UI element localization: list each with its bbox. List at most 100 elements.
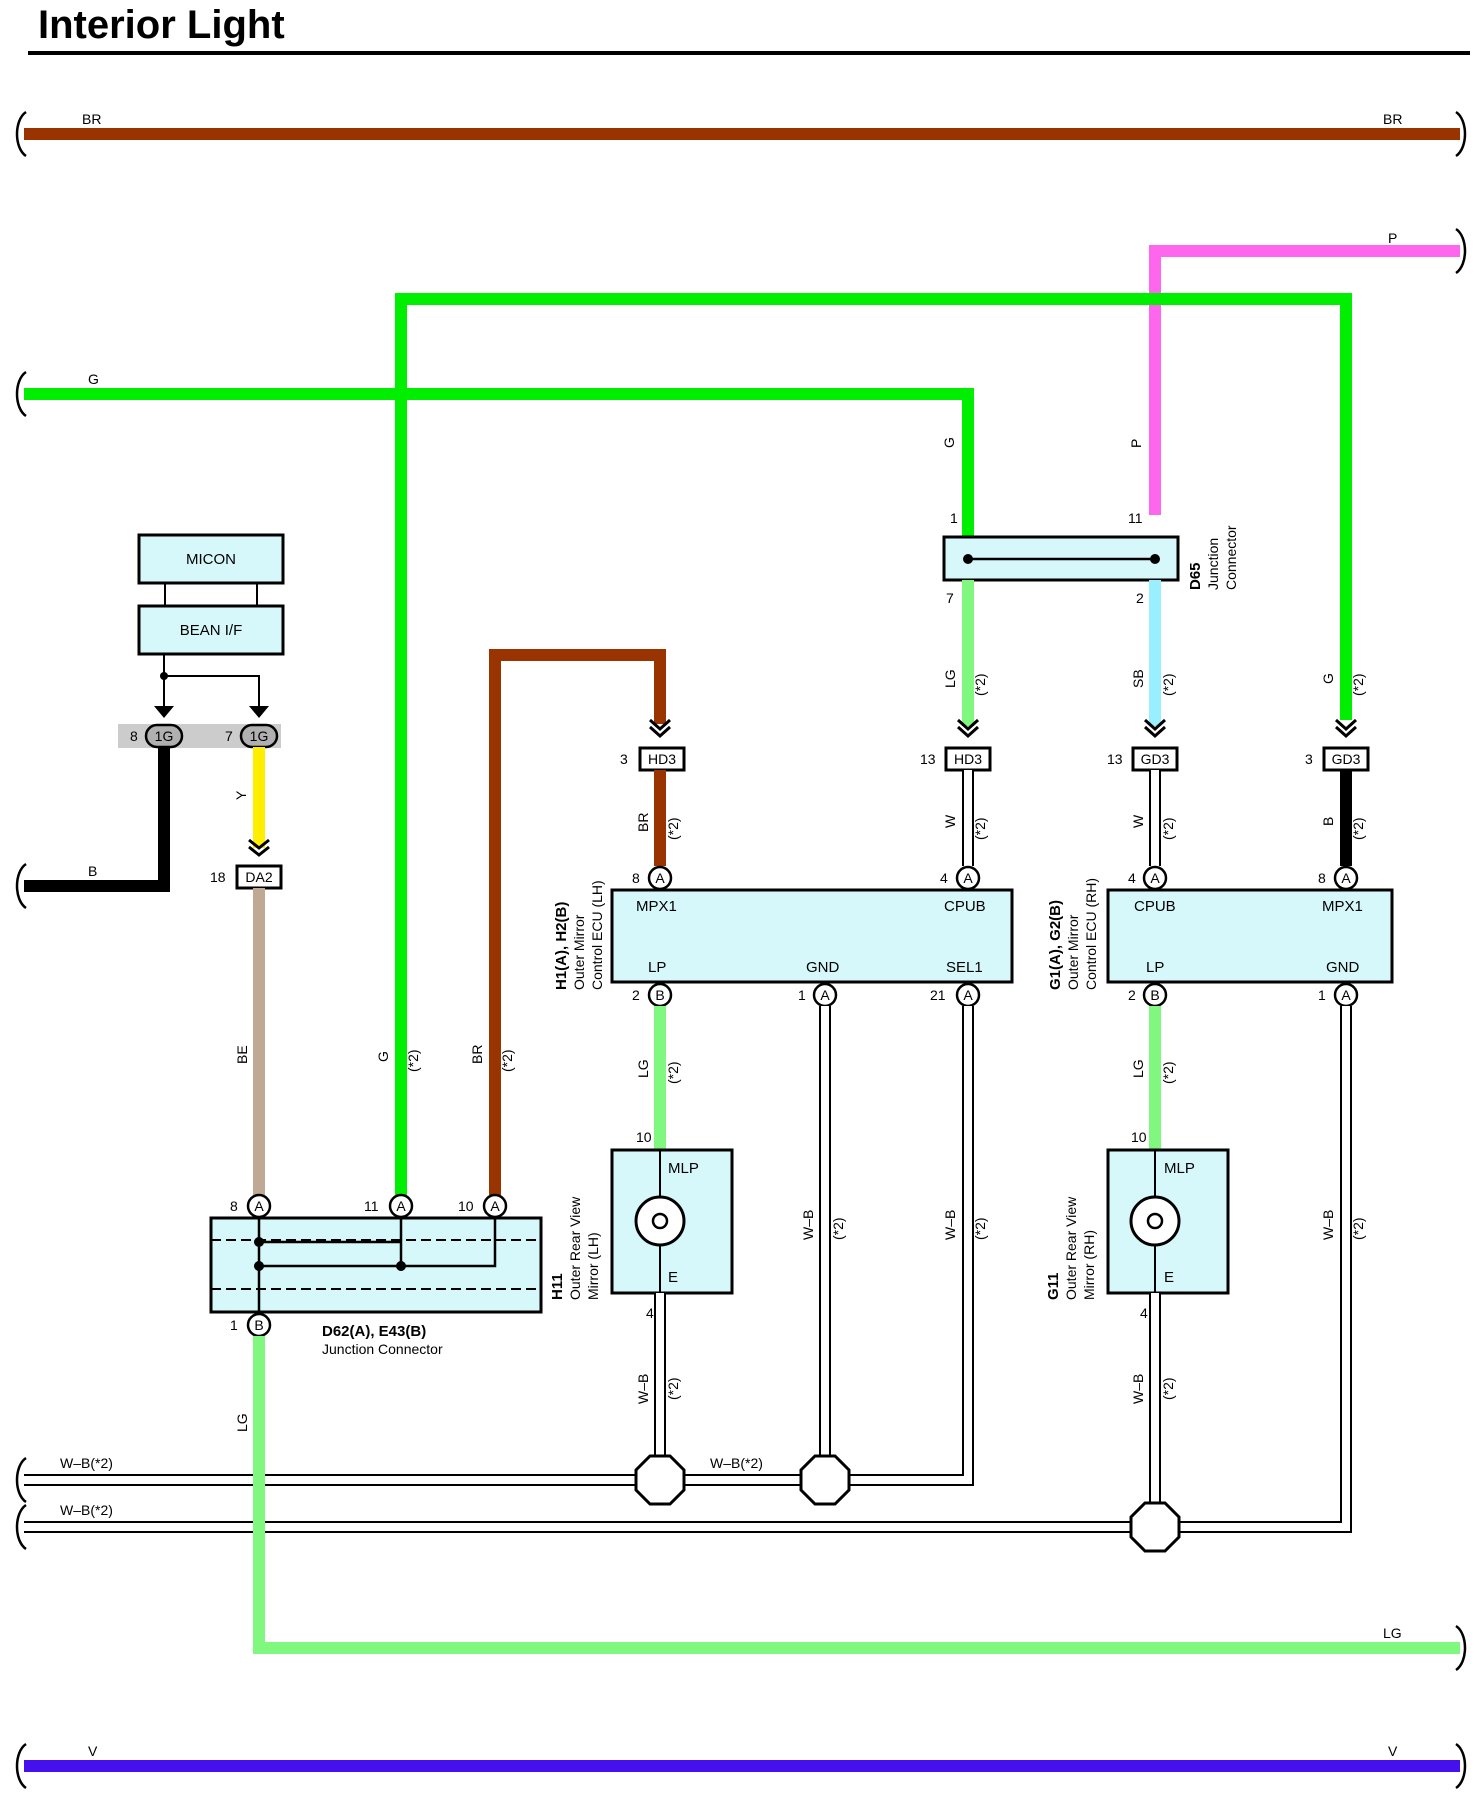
pin-d65-1: 1: [950, 510, 958, 526]
label-star2: (*2): [1350, 1217, 1366, 1240]
mirror-rh-line2: Outer Rear View: [1063, 1196, 1079, 1300]
term-gnd: GND: [806, 959, 840, 976]
pin-2: 2: [632, 987, 640, 1003]
pin-3: 3: [1305, 751, 1313, 767]
label-w-hd3: W: [942, 814, 958, 828]
term-lp-rh: LP: [1146, 959, 1164, 976]
wire-g-loop: [395, 293, 1352, 1195]
pin-a: A: [396, 1198, 406, 1214]
term-cpub-rh: CPUB: [1134, 898, 1176, 915]
wire-wb-gnd-rh: [1155, 1006, 1352, 1533]
conn-1g: 1G: [155, 728, 174, 744]
label-p-right: P: [1388, 230, 1397, 246]
pin-8: 8: [230, 1198, 238, 1214]
pin-7: 7: [225, 728, 233, 744]
pin-circle: [388, 1193, 414, 1219]
d65-name: D65: [1187, 562, 1204, 590]
term-lp: LP: [648, 959, 666, 976]
wire-g-left: [24, 388, 974, 537]
arrow-icon: [154, 706, 174, 718]
label-v-left: V: [88, 1743, 98, 1759]
pin-1: 1: [1318, 987, 1326, 1003]
pin-1: 1: [230, 1317, 238, 1333]
arrow-icon: [249, 706, 269, 718]
label-lg-lh: LG: [635, 1059, 651, 1078]
label-wb-mirror-lh: W–B: [635, 1374, 651, 1404]
conn-gd3: GD3: [1141, 751, 1170, 767]
pin-2: 2: [1128, 987, 1136, 1003]
label-star2: (*2): [1350, 673, 1366, 696]
label-wb-sel1: W–B: [942, 1210, 958, 1240]
pin-18: 18: [210, 869, 226, 885]
pin-d65-7: 7: [946, 590, 954, 606]
label-lg-d62: LG: [234, 1413, 250, 1432]
pin-10: 10: [636, 1129, 652, 1145]
label-b-gd3: B: [1320, 817, 1336, 826]
hd3-connector-left: [638, 718, 686, 772]
pin-4: 4: [1140, 1305, 1148, 1321]
ecu-rh-line3: Control ECU (RH): [1083, 878, 1099, 990]
pin-13: 13: [920, 751, 936, 767]
label-br-hd3: BR: [635, 813, 651, 832]
ecu-lh-box: [610, 888, 1014, 984]
ecu-lh-line3: Control ECU (LH): [589, 880, 605, 990]
conn-gd3: GD3: [1332, 751, 1361, 767]
micon-label: MICON: [186, 551, 236, 568]
mirror-lh-line2: Outer Rear View: [567, 1196, 583, 1300]
mirror-lh-line1: H11: [549, 1273, 566, 1300]
term-mpx1: MPX1: [636, 898, 677, 915]
pin-circle: [1142, 865, 1168, 891]
label-star2: (*2): [665, 1061, 681, 1084]
term-mlp: MLP: [668, 1160, 699, 1177]
pin-circle: [1333, 865, 1359, 891]
pin-d65-11: 11: [1128, 510, 1143, 526]
label-sb-gd3: SB: [1130, 669, 1146, 688]
label-wb-bus1-mid: W–B(*2): [710, 1455, 763, 1471]
pin-d65-2: 2: [1136, 590, 1144, 606]
d65-desc1: Junction: [1205, 538, 1221, 590]
label-star2: (*2): [972, 673, 988, 696]
pin-21: 21: [930, 987, 946, 1003]
label-g-d62: G: [375, 1051, 391, 1062]
micon-box: [137, 533, 285, 585]
label-wb-bus1: W–B(*2): [60, 1455, 113, 1471]
hd3-connector-right: [944, 718, 992, 772]
label-star2: (*2): [665, 817, 681, 840]
pin-a: A: [490, 1198, 500, 1214]
ecu-rh-line2: Outer Mirror: [1065, 914, 1081, 990]
ecu-rh-line1: G1(A), G2(B): [1047, 900, 1064, 990]
wire-break-marks: [15, 110, 1467, 1790]
mirror-rh-line1: G11: [1045, 1272, 1062, 1300]
ecu-rh-box: [1106, 888, 1394, 984]
splice-octagon: [634, 1454, 686, 1506]
wire-br-hd3: [489, 649, 666, 1195]
pin-a: A: [963, 987, 973, 1003]
conn-hd3: HD3: [954, 751, 982, 767]
label-b-left: B: [88, 863, 97, 879]
bean-node: [160, 672, 168, 680]
pin-b: B: [1150, 987, 1159, 1003]
d65-node: [1150, 554, 1160, 564]
label-g-left: G: [88, 371, 99, 387]
ecu-lh-line1: H1(A), H2(B): [553, 902, 570, 990]
label-br-d62: BR: [469, 1045, 485, 1064]
label-g-d65: G: [941, 437, 957, 448]
splice-octagon: [1129, 1501, 1181, 1553]
term-mpx1-rh: MPX1: [1322, 898, 1363, 915]
label-y: Y: [233, 790, 249, 800]
pin-8: 8: [130, 728, 138, 744]
label-p-d65: P: [1128, 439, 1144, 448]
label-star2: (*2): [830, 1217, 846, 1240]
mirror-rh-line3: Mirror (RH): [1081, 1230, 1097, 1300]
term-e-rh: E: [1164, 1269, 1174, 1286]
pin-a: A: [254, 1198, 264, 1214]
label-g-gd3: G: [1320, 673, 1336, 684]
pin-11: 11: [364, 1198, 379, 1214]
arrow-icon: [248, 845, 270, 857]
label-lg-rh: LG: [1130, 1059, 1146, 1078]
term-cpub: CPUB: [944, 898, 986, 915]
label-w-gd3: W: [1130, 814, 1146, 828]
pin-b: B: [254, 1317, 263, 1333]
arrow-icon: [248, 838, 270, 850]
